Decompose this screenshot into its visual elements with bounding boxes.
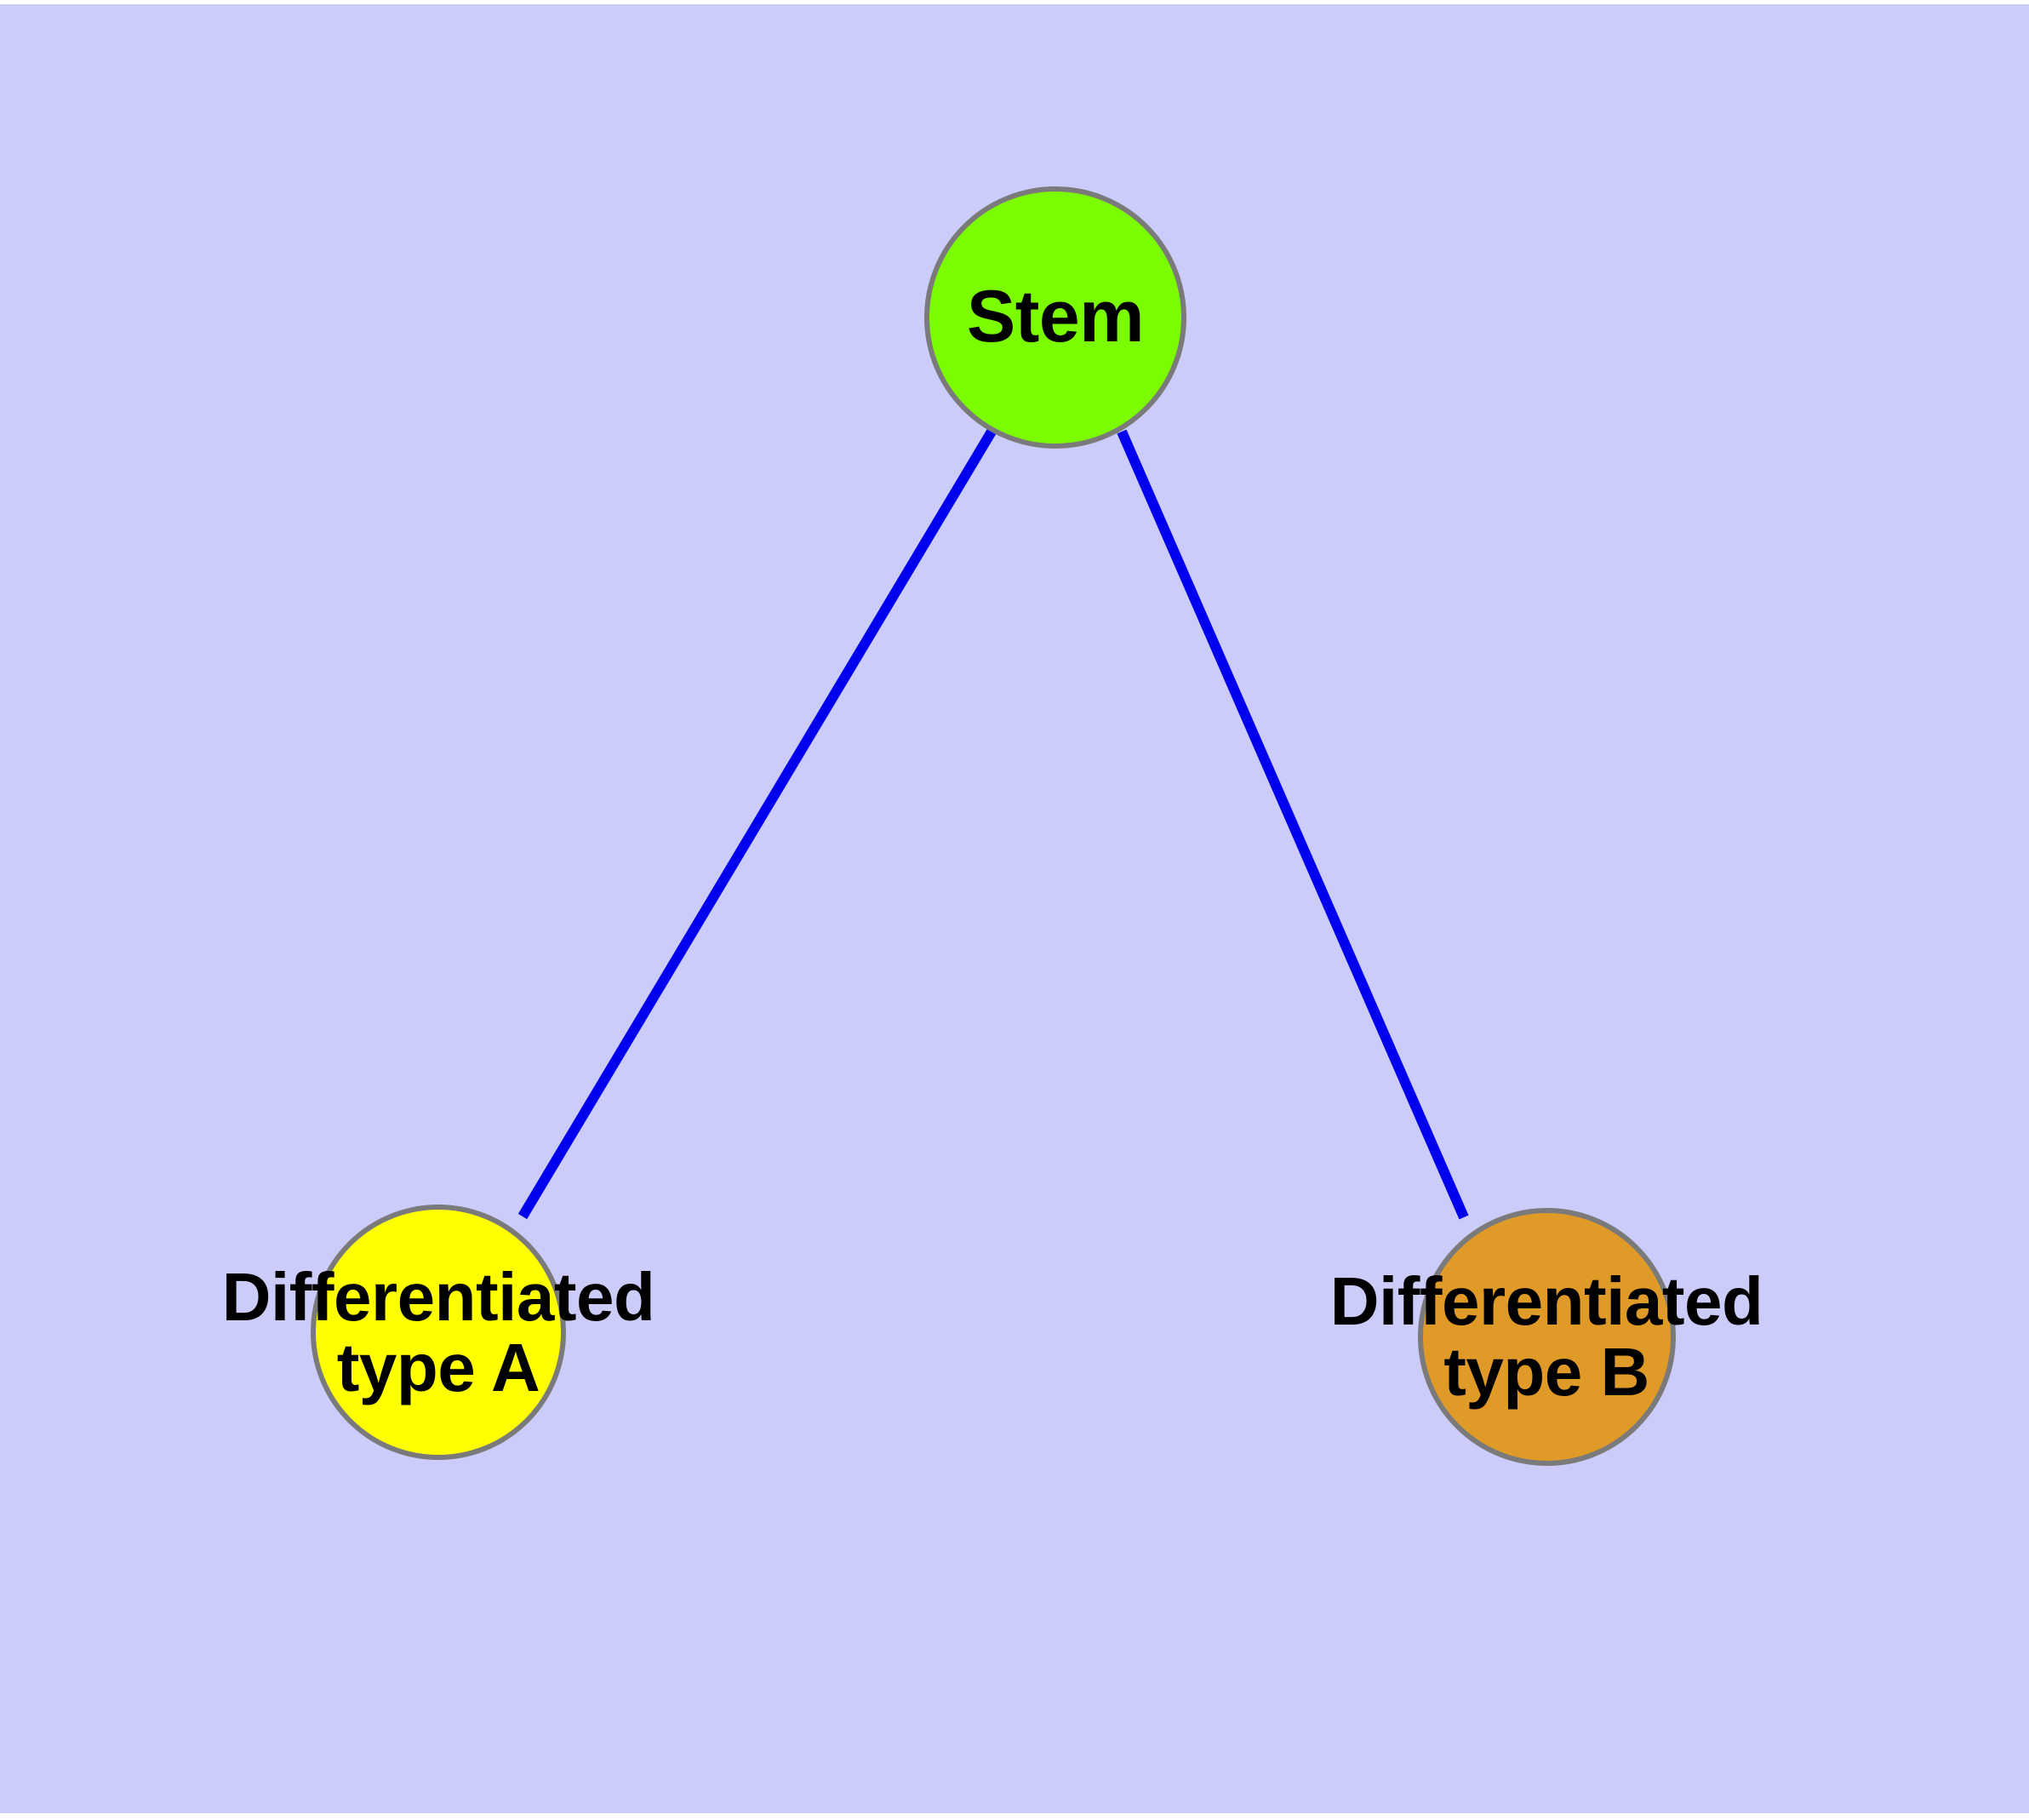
edge-stem-to-differentiated-type-b <box>1117 429 1469 1220</box>
node-stem[interactable] <box>924 186 1186 449</box>
node-label-differentiated-type-a: Differentiated type A <box>221 1258 655 1405</box>
node-differentiated-type-b[interactable] <box>1417 1207 1676 1466</box>
node-differentiated-type-a[interactable] <box>311 1205 566 1460</box>
edge-stem-to-differentiated-type-a <box>517 428 997 1220</box>
node-label-stem: Stem <box>966 276 1145 358</box>
diagram-plot-area: Stem Differentiated type A Differentiate… <box>0 4 2029 1813</box>
node-label-differentiated-type-b: Differentiated type B <box>1329 1262 1763 1410</box>
